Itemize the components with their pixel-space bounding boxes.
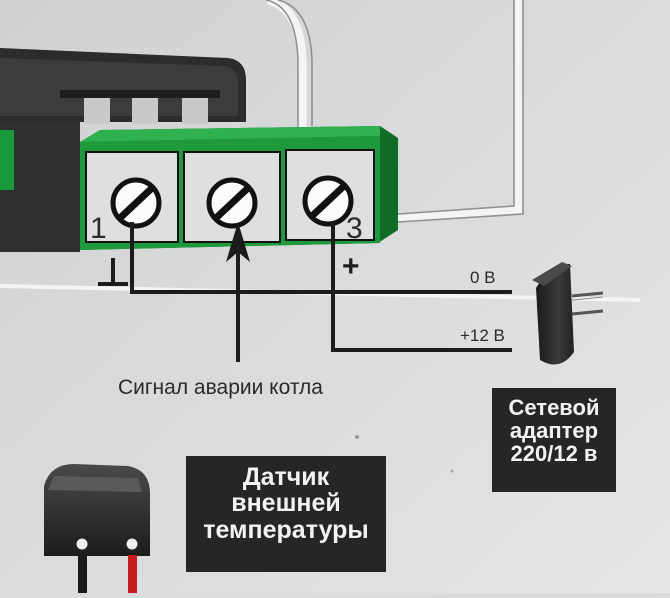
device-body xyxy=(0,48,246,252)
screw-1-icon xyxy=(110,177,162,229)
sensor-line-1: Датчик xyxy=(242,463,330,491)
sensor-line-3: температуры xyxy=(203,515,369,544)
adapter-line-3: 220/12 в xyxy=(510,441,598,467)
adapter-line-2: адаптер xyxy=(509,418,599,444)
ground-icon xyxy=(98,258,128,286)
screw-2-icon xyxy=(206,177,258,229)
pin-3-number: 3 xyxy=(346,212,363,245)
plus-label: + xyxy=(342,250,360,283)
sensor-line-2: внешней xyxy=(231,489,341,518)
temperature-sensor-icon xyxy=(44,464,150,593)
pin-1-number: 1 xyxy=(90,212,107,245)
adapter-line-1: Сетевой xyxy=(508,395,600,420)
zero-volt-label: 0 В xyxy=(470,268,496,287)
power-adapter-icon xyxy=(532,262,604,365)
screw-3-icon xyxy=(302,175,354,227)
signal-label: Сигнал аварии котла xyxy=(118,376,323,399)
sensor-label-box: Датчик внешней температуры xyxy=(186,456,386,572)
plus-twelve-label: +12 В xyxy=(460,326,505,345)
wires xyxy=(130,222,512,362)
adapter-label-box: Сетевой адаптер 220/12 в xyxy=(492,388,616,492)
wire-plus-twelve xyxy=(331,222,512,352)
wire-zero-volt xyxy=(130,222,512,294)
signal-arrow-icon xyxy=(226,222,250,262)
terminal-block xyxy=(80,126,398,250)
